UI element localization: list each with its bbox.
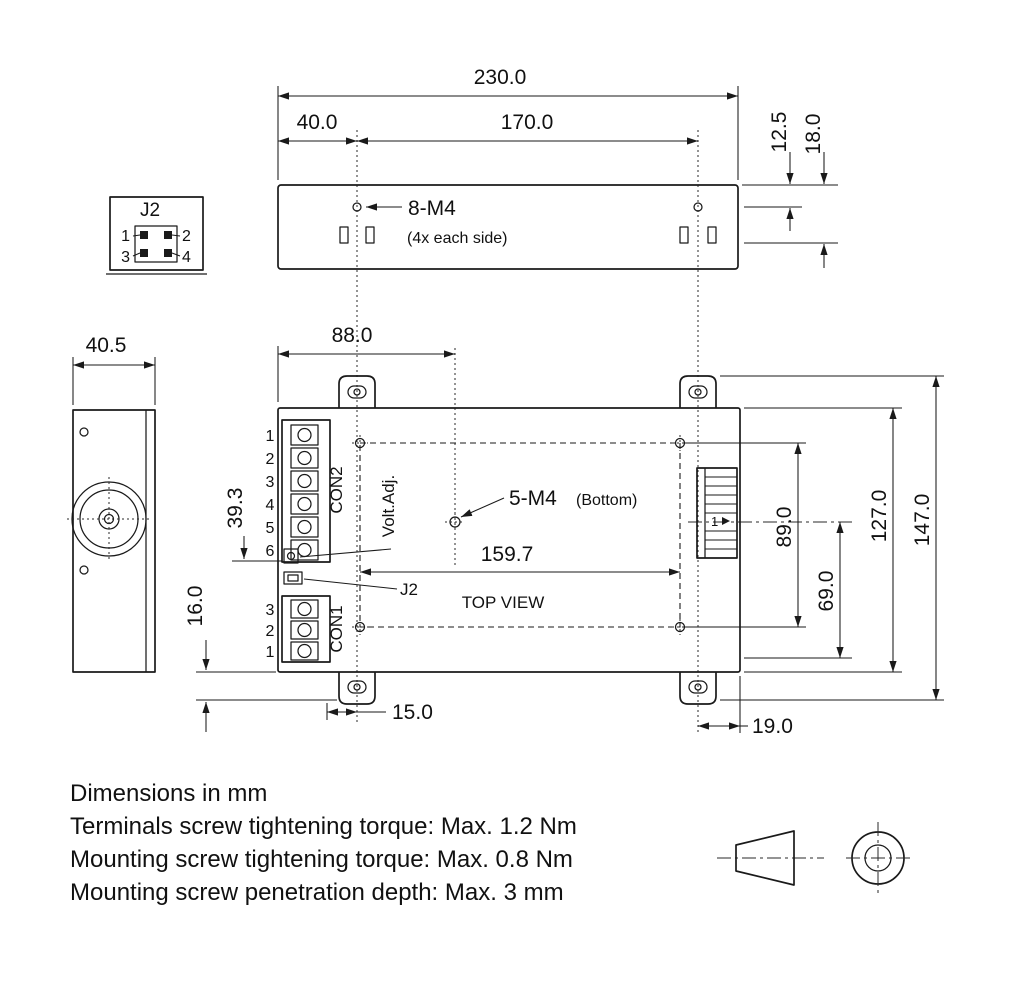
j2-detail: J2 1 2 3 4 [106,196,207,275]
con1-pin-c: 1 [266,644,275,661]
con2-pin-4: 4 [266,497,275,514]
j2-pin-2: 2 [182,228,191,245]
con2-pin-6: 6 [266,543,275,560]
note-terminal-torque: Terminals screw tightening torque: Max. … [70,813,577,840]
j2-detail-label: J2 [140,200,160,221]
dim-127-label: 127.0 [868,490,891,543]
dim-89-label: 89.0 [773,507,796,548]
dim-40: 40.0 [278,111,357,145]
j2-part [283,571,303,585]
j2-pin-3: 3 [121,249,130,266]
con1-block: 3 2 1 CON1 [266,595,346,663]
mount-slot-bottom-left [347,680,367,694]
dim-39-3-label: 39.3 [224,488,247,529]
dim-147: 147.0 [720,375,944,701]
dim-170-label: 170.0 [501,111,554,134]
callout-8-m4-label: 8-M4 [408,197,456,220]
dim-15: 15.0 [326,701,433,724]
volt-adj-callout: Volt.Adj. [299,475,398,558]
dim-88-label: 88.0 [332,324,373,347]
dim-69-label: 69.0 [815,571,838,612]
con2-pin-3: 3 [266,474,275,491]
dim-69: 69.0 [744,522,852,659]
output-pin1-label: 1 [711,514,718,529]
dim-230: 230.0 [277,66,739,180]
screw-side-icon [735,830,795,886]
mount-slot-top-left [347,385,367,399]
j2-pin-4: 4 [182,249,191,266]
notes: Dimensions in mm Terminals screw tighten… [70,780,577,906]
mount-slot-bottom-right [688,680,708,694]
dim-170: 170.0 [357,111,698,145]
callout-8-m4-note: (4x each side) [407,230,508,247]
callout-5-m4-note: (Bottom) [576,492,637,509]
con1-pin-b: 2 [266,623,275,640]
dim-127: 127.0 [744,407,902,673]
j2-pin-1: 1 [121,228,130,245]
note-penetration-depth: Mounting screw penetration depth: Max. 3… [70,879,564,906]
dim-16: 16.0 [184,586,337,732]
callout-5-m4: 5-M4 (Bottom) [460,487,637,518]
dim-40-5-label: 40.5 [86,334,127,357]
volt-adj-part [283,548,299,564]
top-view: 1 2 3 4 5 6 CON2 3 2 1 CON1 [266,375,741,705]
dim-88: 88.0 [277,324,455,402]
mount-slot-top-right [688,385,708,399]
con1-label: CON1 [327,605,346,652]
dim-230-label: 230.0 [474,66,527,89]
j2-callout: J2 [303,578,418,599]
dim-159-7: 159.7 [360,543,680,576]
con1-pin-a: 3 [266,602,275,619]
callout-8-m4: 8-M4 (4x each side) [366,197,508,247]
dim-19: 19.0 [698,676,793,738]
top-edge-view [277,184,739,270]
note-units: Dimensions in mm [70,780,267,807]
side-view [67,409,156,673]
con2-pin-2: 2 [266,451,275,468]
dim-39-3: 39.3 [224,488,282,562]
dim-40-5: 40.5 [72,334,156,405]
dim-147-label: 147.0 [911,494,934,547]
dim-40-label: 40.0 [297,111,338,134]
fan-opening [67,477,151,561]
dim-159-7-label: 159.7 [481,543,534,566]
dim-12-5-label: 12.5 [768,112,791,153]
dim-19-label: 19.0 [752,715,793,738]
dim-89: 89.0 [684,442,806,628]
dim-18: 18.0 [744,114,838,268]
note-mounting-torque: Mounting screw tightening torque: Max. 0… [70,846,573,873]
volt-adj-label: Volt.Adj. [379,475,398,537]
output-connector: 1 [696,467,738,559]
bottom-hole-pattern [352,435,688,635]
pin1-marker-icon [722,517,730,525]
callout-5-m4-label: 5-M4 [509,487,557,510]
dim-12-5: 12.5 [742,112,838,231]
dim-18-label: 18.0 [802,114,825,155]
con2-block: 1 2 3 4 5 6 CON2 [266,419,346,563]
con2-pin-5: 5 [266,520,275,537]
screw-icons [717,822,912,894]
dim-15-label: 15.0 [392,701,433,724]
con2-label: CON2 [327,466,346,513]
top-view-label: TOP VIEW [462,593,545,612]
con2-pin-1: 1 [266,428,275,445]
centerlines [356,130,852,735]
dim-16-label: 16.0 [184,586,207,627]
j2-callout-label: J2 [400,580,418,599]
